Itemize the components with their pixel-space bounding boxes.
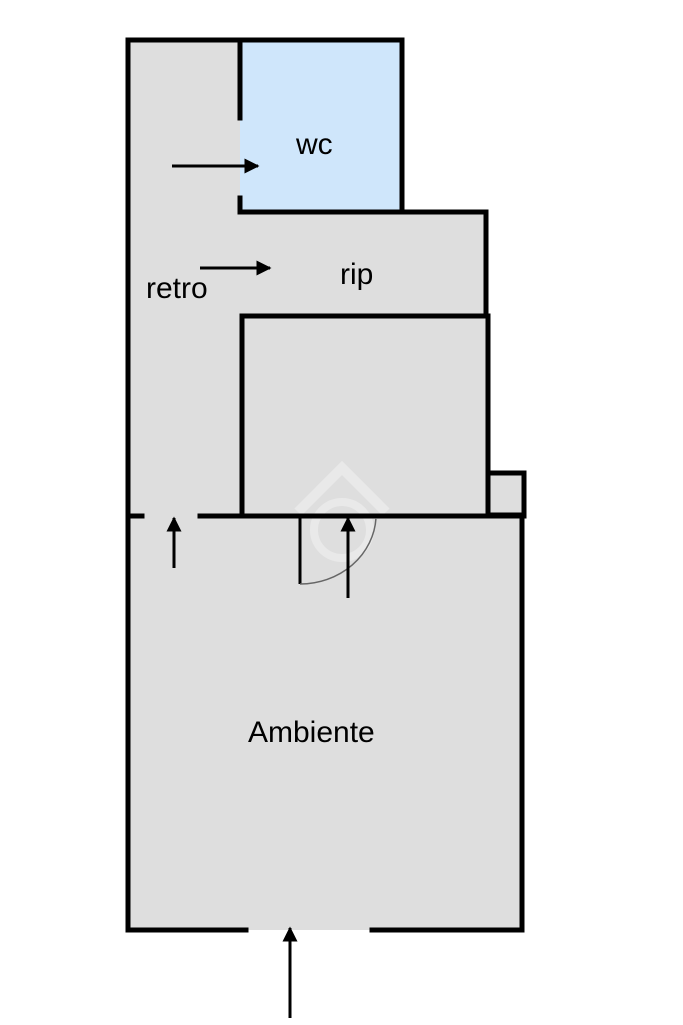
room-label-retro: retro [146, 272, 208, 305]
room-label-ambiente: Ambiente [248, 716, 375, 749]
arrows [166, 158, 356, 1018]
room-rip-floor [240, 212, 486, 316]
room-ambiente-floor [128, 516, 522, 930]
room-retro-floor [128, 40, 240, 517]
room-small-floor [488, 473, 524, 515]
room-label-rip: rip [340, 258, 373, 291]
room-wc-floor [240, 40, 402, 212]
floors [128, 40, 524, 930]
door-swing-icon [298, 516, 377, 585]
walls [125, 37, 527, 933]
house-logo-watermark [294, 460, 390, 562]
room-label-wc: wc [295, 128, 333, 161]
room-center-floor [242, 316, 486, 516]
